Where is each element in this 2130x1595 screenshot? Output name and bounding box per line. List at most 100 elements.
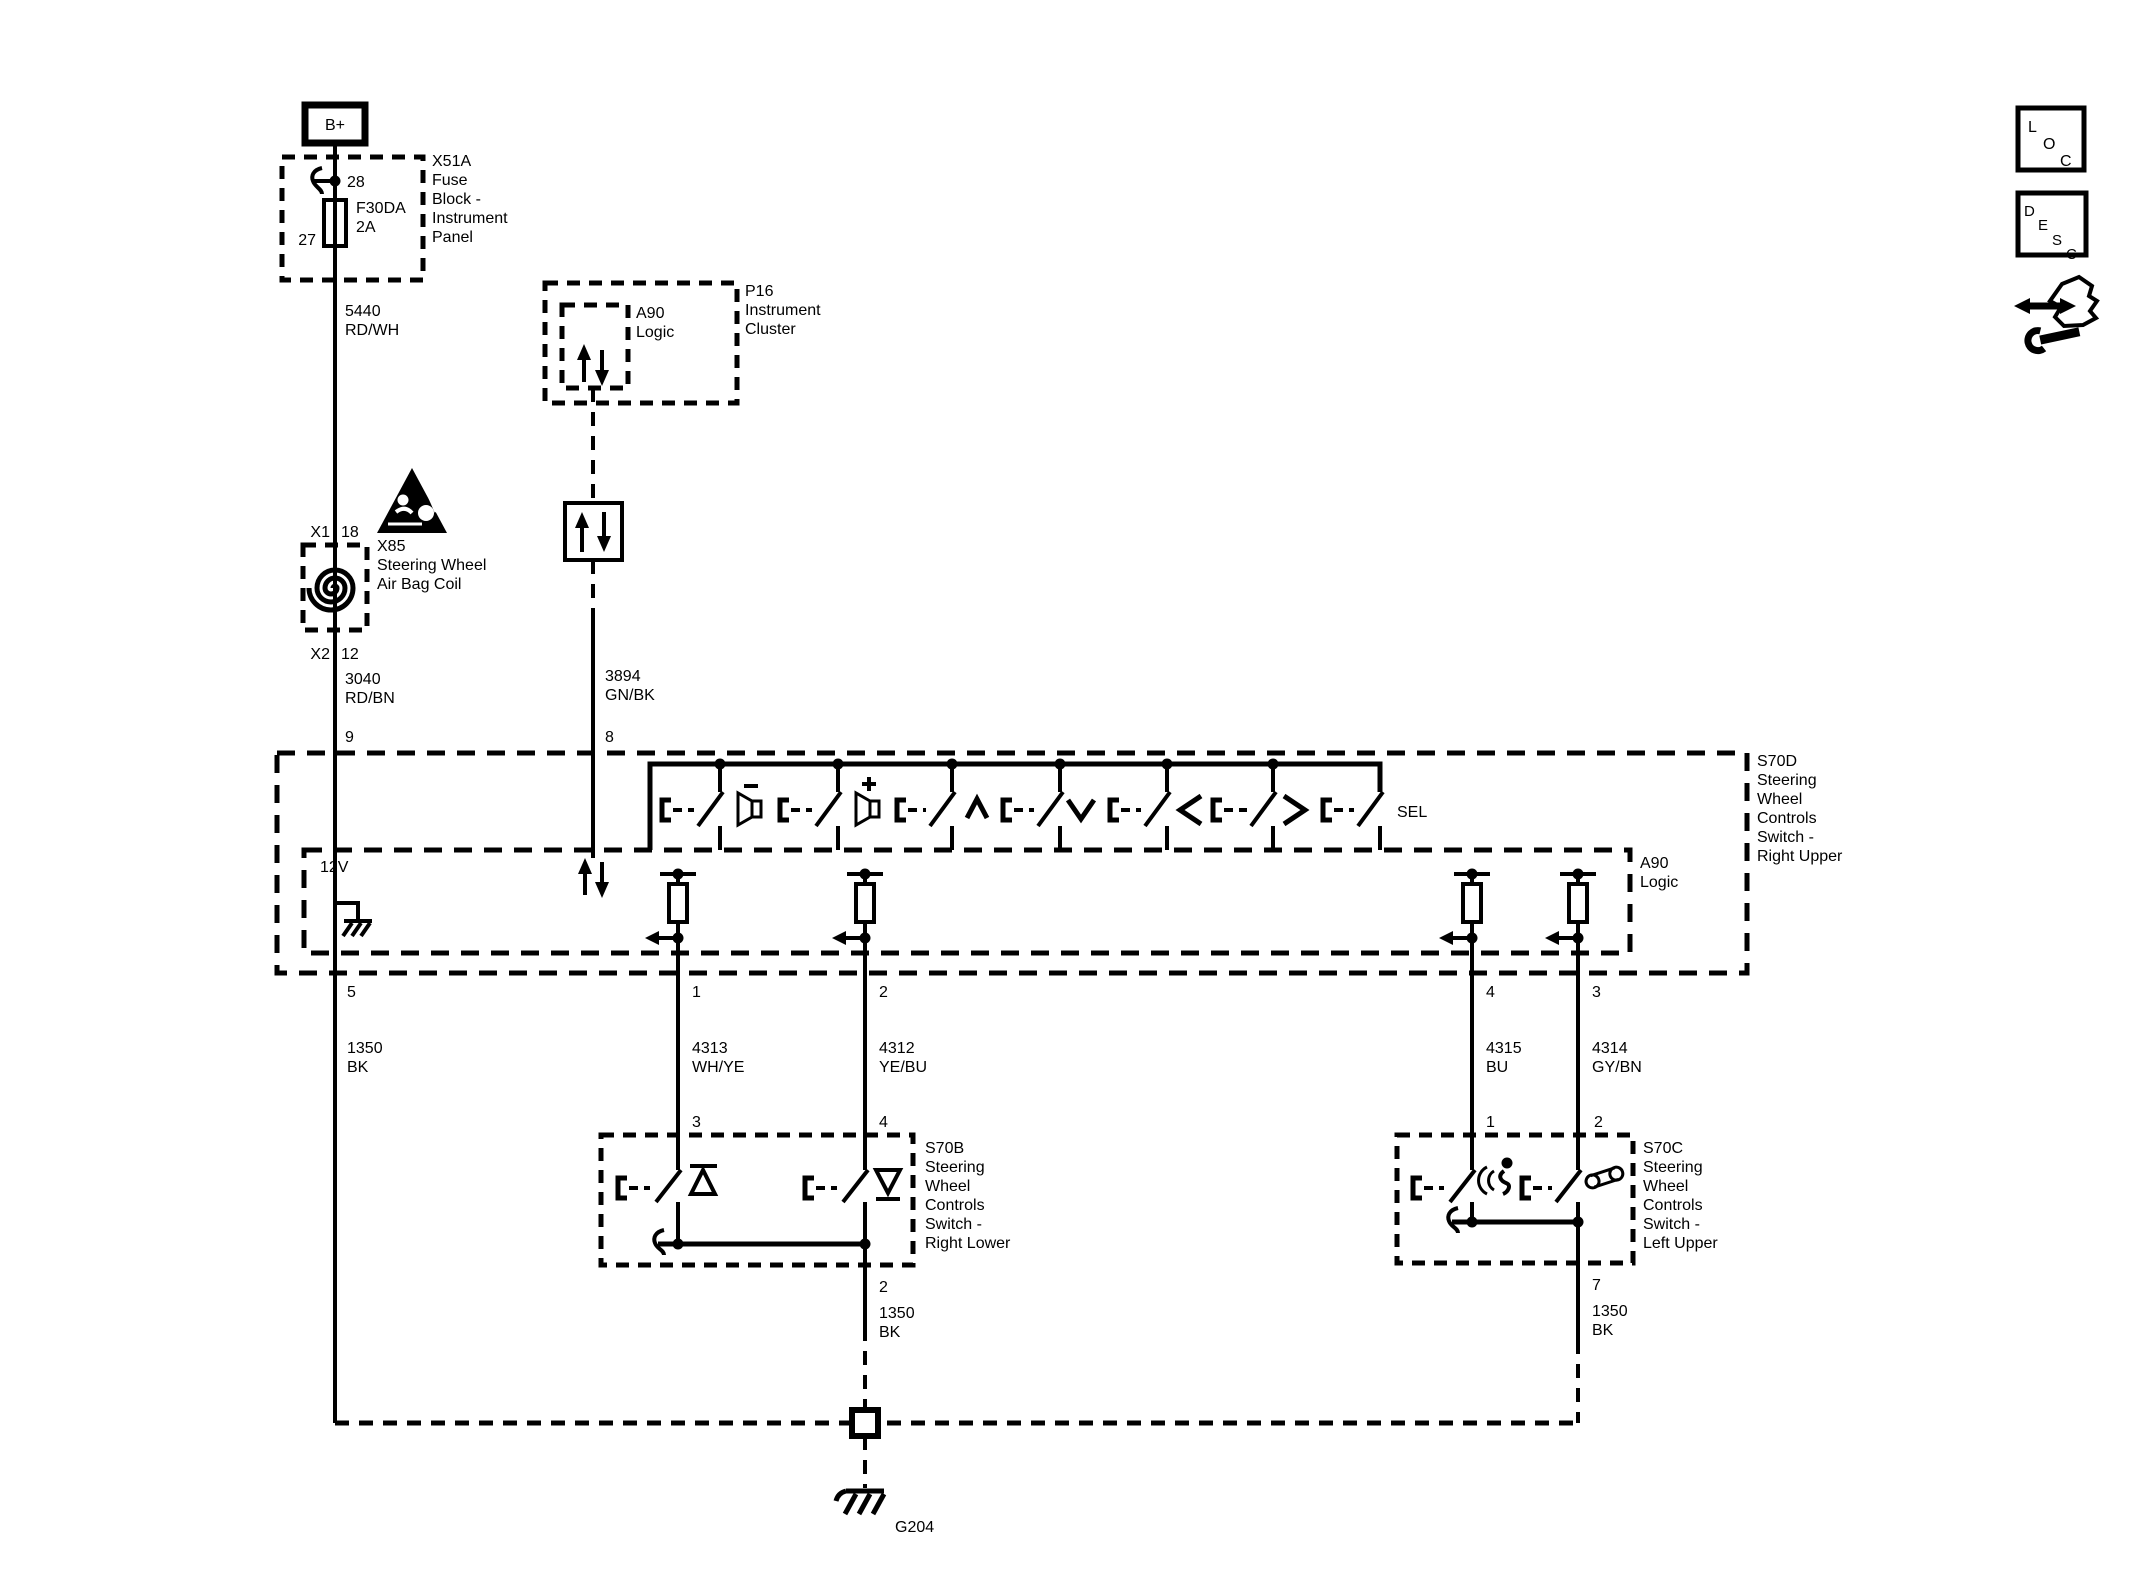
bidirectional-arrows-icon-link	[575, 512, 611, 552]
wire-4313-color: WH/YE	[692, 1059, 744, 1076]
wire-4315-circuit: 4315	[1486, 1040, 1522, 1057]
desc-letter-c: C	[2066, 246, 2077, 263]
wire-4315-color: BU	[1486, 1059, 1508, 1076]
svg-text:Steering: Steering	[1757, 772, 1817, 789]
s70b-pin-out: 2	[879, 1279, 888, 1296]
switch-volume-up	[777, 764, 843, 850]
switch-common-bus	[647, 761, 1383, 850]
fuse-name: F30DA	[356, 200, 406, 217]
desc-letter-s: S	[2052, 232, 2062, 249]
wire-3894-circuit: 3894	[605, 668, 641, 685]
svg-text:Steering: Steering	[1643, 1159, 1703, 1176]
wire-1350b-color: BK	[879, 1324, 901, 1341]
g204-label: G204	[895, 1519, 934, 1536]
b-plus-terminal	[301, 101, 369, 147]
wire-3040-circuit: 3040	[345, 671, 381, 688]
pin-1: 1	[692, 984, 701, 1001]
resistor-input-2	[832, 868, 883, 945]
instrument-cluster-box	[542, 280, 740, 406]
resistor-input-4	[1545, 868, 1596, 945]
fuse-rating: 2A	[356, 219, 376, 236]
s70b-pin-4: 4	[879, 1114, 888, 1131]
s70d-title: S70D	[1757, 753, 1797, 770]
splice-box-icon	[849, 1407, 881, 1439]
chevron-down-icon	[1065, 798, 1097, 824]
wire-5440-circuit: 5440	[345, 303, 381, 320]
svg-text:Wheel: Wheel	[925, 1178, 970, 1195]
chevron-up-icon	[964, 793, 990, 820]
resistor-input-1	[645, 868, 696, 945]
svg-text:Logic: Logic	[636, 324, 674, 341]
conn-x2: X2	[310, 646, 330, 663]
svg-text:Right Lower: Right Lower	[925, 1235, 1011, 1252]
switch-down	[1000, 764, 1065, 850]
cluster-title: P16	[745, 283, 774, 300]
voice-recognition-icon	[1477, 1157, 1513, 1196]
svg-text:Air Bag Coil: Air Bag Coil	[377, 576, 461, 593]
airbag-warning-icon	[377, 468, 447, 533]
wire-4314-color: GY/BN	[1592, 1059, 1642, 1076]
svg-text:Logic: Logic	[1640, 874, 1678, 891]
svg-text:Switch -: Switch -	[1757, 829, 1814, 846]
pin-9: 9	[345, 729, 354, 746]
pin-4: 4	[1486, 984, 1495, 1001]
pin-8: 8	[605, 729, 614, 746]
pin-18: 18	[341, 524, 359, 541]
pin-28: 28	[347, 174, 365, 191]
repair-instructions-icon[interactable]	[2014, 274, 2100, 355]
wire-1350c-circuit: 1350	[1592, 1303, 1628, 1320]
s70c-title: S70C	[1643, 1140, 1683, 1157]
volume-down-icon	[736, 784, 763, 828]
bidirectional-arrows-icon-logic	[578, 858, 609, 898]
svg-text:Steering: Steering	[925, 1159, 985, 1176]
desc-button[interactable]: D E S C	[2015, 190, 2089, 263]
chevron-right-icon	[1282, 793, 1310, 827]
switch-select	[1320, 790, 1385, 850]
svg-text:Cluster: Cluster	[745, 321, 796, 338]
svg-text:Controls: Controls	[1757, 810, 1817, 827]
switch-up	[894, 764, 957, 850]
svg-text:Instrument: Instrument	[432, 210, 508, 227]
svg-text:Right Upper: Right Upper	[1757, 848, 1843, 865]
phone-handset-icon	[1584, 1165, 1625, 1190]
wire-1350c-color: BK	[1592, 1322, 1614, 1339]
svg-text:Wheel: Wheel	[1643, 1178, 1688, 1195]
fuse-f30da-icon	[322, 198, 348, 248]
switch-volume-down	[659, 764, 725, 850]
svg-text:Controls: Controls	[1643, 1197, 1703, 1214]
loc-button[interactable]: L O C	[2015, 105, 2087, 173]
wire-1350b-circuit: 1350	[879, 1305, 915, 1322]
fuse-block-title: X51A	[432, 153, 471, 170]
seek-up-icon	[687, 1164, 719, 1196]
supply-12v: 12V	[320, 859, 349, 876]
b-plus-label: B+	[325, 117, 345, 134]
s70c-pin-1: 1	[1486, 1114, 1495, 1131]
cluster-logic-title: A90	[636, 305, 665, 322]
cluster-logic-box	[559, 302, 631, 391]
s70c-switch-box	[1394, 1132, 1636, 1266]
svg-text:Panel: Panel	[432, 229, 473, 246]
svg-text:Instrument: Instrument	[745, 302, 821, 319]
pin-2: 2	[879, 984, 888, 1001]
s70b-title: S70B	[925, 1140, 964, 1157]
wire-4314-circuit: 4314	[1592, 1040, 1628, 1057]
svg-text:Block -: Block -	[432, 191, 481, 208]
s70c-pin-2: 2	[1594, 1114, 1603, 1131]
wire-3894-color: GN/BK	[605, 687, 655, 704]
g204-ground-icon	[833, 1488, 887, 1516]
wire-1350l-circuit: 1350	[347, 1040, 383, 1057]
sel-label: SEL	[1397, 804, 1427, 821]
wire-4312-circuit: 4312	[879, 1040, 915, 1057]
s70b-switch-seek-down	[802, 1168, 870, 1244]
svg-text:Steering Wheel: Steering Wheel	[377, 557, 486, 574]
svg-text:Controls: Controls	[925, 1197, 985, 1214]
ground-internal-icon	[335, 901, 372, 938]
s70b-pin-3: 3	[692, 1114, 701, 1131]
fuse-block-box	[279, 154, 426, 283]
pin-3: 3	[1592, 984, 1601, 1001]
wire-4313-circuit: 4313	[692, 1040, 728, 1057]
a90-logic-box	[301, 847, 1633, 956]
s70b-switch-seek-up	[615, 1168, 683, 1244]
svg-text:Fuse: Fuse	[432, 172, 468, 189]
